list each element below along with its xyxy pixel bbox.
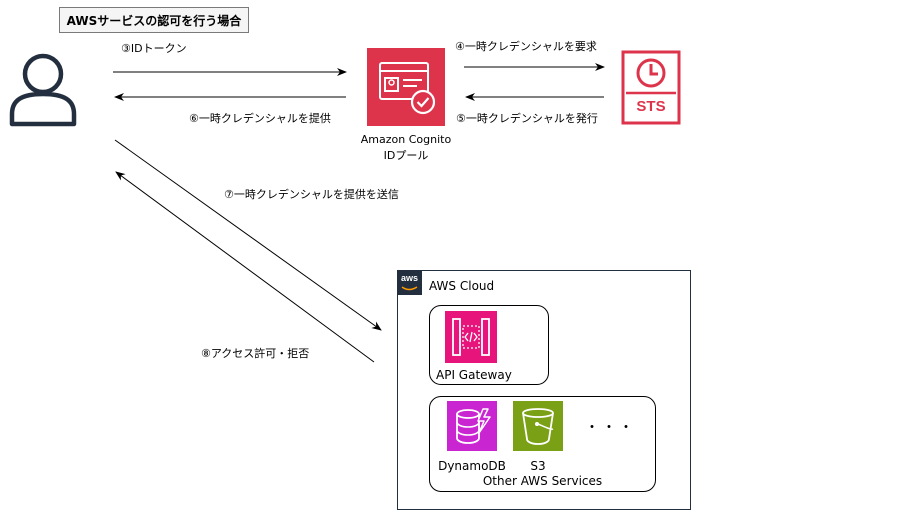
cognito-icon (367, 48, 445, 126)
aws-cloud-label: AWS Cloud (429, 279, 495, 293)
api-gateway-icon (445, 311, 497, 363)
diagram-title: AWSサービスの認可を行う場合 (59, 7, 249, 33)
arrow-send-credentials (114, 139, 382, 331)
aws-logo-icon: aws (397, 270, 422, 295)
step8-label: ⑧アクセス許可・拒否 (201, 347, 310, 360)
step3-label: ③IDトークン (121, 42, 187, 55)
other-services-label: Other AWS Services (482, 474, 603, 488)
step7-label: ⑦一時クレデンシャルを提供を送信 (224, 188, 399, 201)
cognito-label-line2: IDプール (383, 149, 429, 162)
ellipsis: ・・・ (585, 420, 636, 436)
arrow-access-result (115, 171, 375, 363)
user-icon (9, 53, 77, 127)
aws-logo-text: aws (400, 273, 418, 283)
sts-label: STS (636, 98, 666, 115)
sts-icon (621, 50, 681, 125)
dynamodb-icon (447, 401, 497, 451)
api-gateway-label: API Gateway (436, 368, 512, 382)
s3-label: S3 (530, 459, 546, 473)
step6-label: ⑥一時クレデンシャルを提供 (189, 112, 331, 125)
s3-icon (513, 401, 563, 451)
aws-smile-icon (401, 286, 418, 291)
dynamodb-label: DynamoDB (438, 459, 506, 473)
step4-label: ④一時クレデンシャルを要求 (455, 40, 597, 53)
step5-label: ⑤一時クレデンシャルを発行 (456, 112, 598, 125)
cognito-label-line1: Amazon Cognito (360, 133, 452, 146)
